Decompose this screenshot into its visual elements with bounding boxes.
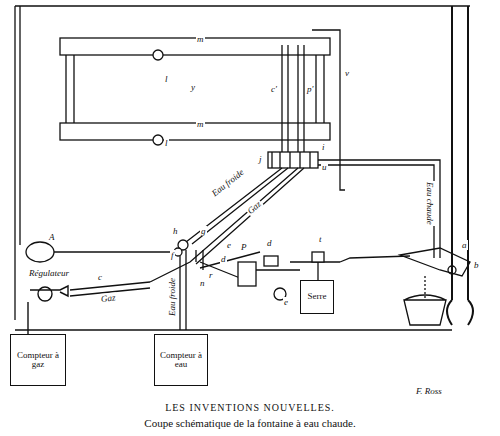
- part-label: g: [200, 226, 207, 236]
- part-label: p': [306, 84, 314, 94]
- part-label: f: [170, 250, 175, 260]
- part-label: m: [196, 34, 205, 44]
- node-text: Compteur à gaz: [13, 351, 63, 370]
- regulator: Régulateur: [18, 262, 80, 302]
- pivot: [174, 248, 182, 256]
- part-label: j: [258, 154, 263, 164]
- valve: [264, 256, 278, 266]
- part-label: a: [461, 240, 468, 250]
- part-label: v: [344, 68, 350, 78]
- part-label: m: [196, 119, 205, 129]
- rod: [256, 256, 410, 270]
- chamber-box: Serre: [300, 280, 334, 314]
- node-text: Régulateur: [29, 269, 69, 278]
- piston: [238, 262, 256, 286]
- part-label: c': [270, 84, 278, 94]
- bucket: [404, 295, 446, 325]
- part-label: F. Ross: [415, 386, 443, 396]
- gas-pipe: [27, 302, 28, 334]
- part-label: d: [220, 254, 227, 264]
- caption: Coupe schématique de la fontaine à eau c…: [0, 417, 500, 429]
- pipe: [180, 248, 186, 330]
- valve-block: [268, 152, 318, 168]
- part-label: e: [283, 297, 289, 307]
- part-label: u: [321, 162, 328, 172]
- part-label: e: [226, 240, 232, 250]
- node-text: Serre: [308, 292, 327, 301]
- part-label: l: [164, 74, 169, 84]
- regulator-shape: [30, 286, 68, 301]
- wall: [15, 6, 470, 320]
- burner: [153, 135, 163, 145]
- rod: [317, 262, 318, 280]
- lever: [54, 251, 175, 252]
- part-label: t: [318, 234, 323, 244]
- part-label: l: [164, 138, 169, 148]
- part-label: r: [208, 270, 214, 280]
- regulator-shape: [18, 262, 80, 302]
- part-label: b: [473, 260, 480, 270]
- part-label: i: [321, 142, 326, 152]
- meter-box: Compteur à eau: [154, 334, 208, 386]
- wall: [447, 6, 473, 325]
- burner: [153, 50, 163, 60]
- heater-wall: [66, 55, 324, 123]
- faucet: [400, 248, 470, 276]
- float-ball: [26, 242, 54, 262]
- heater-band: [60, 38, 330, 55]
- part-label: h: [172, 226, 179, 236]
- heater-band: [60, 123, 330, 140]
- pipe: [282, 45, 304, 152]
- part-label: Gaz: [99, 292, 116, 304]
- faucet-knob: [448, 266, 456, 274]
- part-label: Eau froide: [209, 166, 247, 198]
- part-label: c: [97, 272, 103, 282]
- part-label: P: [240, 242, 248, 252]
- meter-box: Compteur à gaz: [10, 334, 66, 386]
- part-label: A: [48, 232, 56, 242]
- part-label: n: [199, 278, 206, 288]
- title: LES INVENTIONS NOUVELLES.: [0, 402, 500, 413]
- part-label: Eau chaude: [425, 181, 435, 226]
- node-text: Compteur à eau: [157, 351, 205, 370]
- valve: [312, 252, 324, 262]
- floor: [15, 329, 452, 330]
- valve-block: [272, 152, 310, 168]
- part-label: Eau froide: [167, 277, 177, 317]
- part-label: y: [190, 82, 196, 92]
- pipe: [318, 160, 440, 258]
- part-label: d: [266, 238, 273, 248]
